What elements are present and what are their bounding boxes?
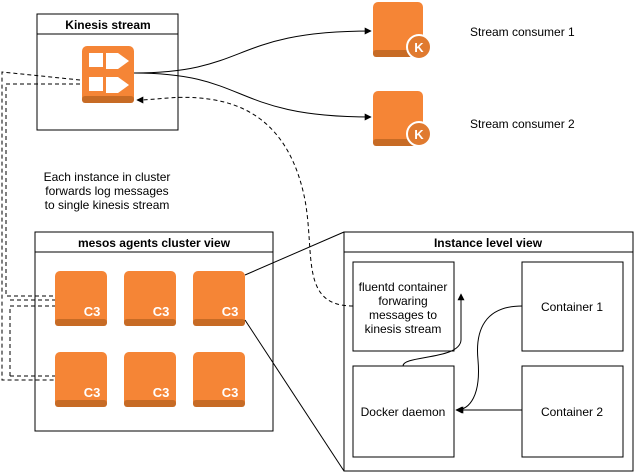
c3-instance-icon: C3	[193, 271, 245, 326]
fluentd-line-3: messages to	[369, 308, 437, 322]
c3-instance-label: C3	[153, 304, 170, 319]
instance-level-title: Instance level view	[434, 236, 543, 250]
container-2-label: Container 2	[541, 405, 603, 419]
docker-daemon-label: Docker daemon	[361, 405, 446, 419]
annotation-line-3: to single kinesis stream	[45, 198, 170, 212]
consumer-2-badge: K	[414, 127, 424, 142]
arrow-docker-to-fluentd	[402, 293, 465, 367]
arrow-to-consumer-2	[133, 72, 372, 121]
c3-instance-icon: C3	[55, 352, 107, 407]
dashed-connector-mid	[5, 83, 80, 297]
kinesis-stream-title: Kinesis stream	[65, 18, 150, 32]
docker-daemon-box: Docker daemon	[352, 365, 455, 458]
consumer-1-badge: K	[414, 40, 424, 55]
c3-instance-label: C3	[84, 385, 101, 400]
stream-consumer-1-label: Stream consumer 1	[470, 25, 575, 39]
annotation-line-1: Each instance in cluster	[44, 170, 171, 184]
container-2-box: Container 2	[521, 365, 624, 458]
container-1-label: Container 1	[541, 300, 603, 314]
c3-instance-icon: C3	[124, 352, 176, 407]
zoom-line-bottom	[244, 319, 345, 472]
kinesis-stream-icon	[82, 46, 134, 103]
arrow-to-consumer-1	[133, 27, 372, 74]
annotation: Each instance in cluster forwards log me…	[44, 170, 171, 212]
c3-instance-icon: C3	[124, 271, 176, 326]
stream-consumer-2-label: Stream consumer 2	[470, 117, 575, 131]
c3-instance-icon: C3	[193, 352, 245, 407]
zoom-line-top	[244, 231, 345, 276]
stream-consumer-2-icon: K	[373, 91, 432, 147]
c3-instance-label: C3	[222, 385, 239, 400]
fluentd-container-box: fluentd container forwaring messages to …	[352, 261, 455, 352]
c3-instance-label: C3	[84, 304, 101, 319]
fluentd-line-4: kinesis stream	[365, 322, 442, 336]
mesos-cluster-title: mesos agents cluster view	[78, 236, 231, 250]
dashed-arrow-fluentd-to-kinesis	[136, 96, 354, 307]
fluentd-line-2: forwaring	[378, 294, 427, 308]
dashed-connector-inner	[9, 305, 55, 376]
stream-consumer-1-icon: K	[373, 2, 432, 60]
c3-instance-icon: C3	[55, 271, 107, 326]
c3-instance-label: C3	[153, 385, 170, 400]
arrow-container1-to-docker	[455, 305, 523, 414]
annotation-line-2: forwards log messages	[45, 184, 168, 198]
fluentd-line-1: fluentd container	[359, 280, 448, 294]
c3-instance-label: C3	[222, 304, 239, 319]
dashed-connector-outer	[1, 71, 81, 381]
container-1-box: Container 1	[521, 261, 624, 352]
